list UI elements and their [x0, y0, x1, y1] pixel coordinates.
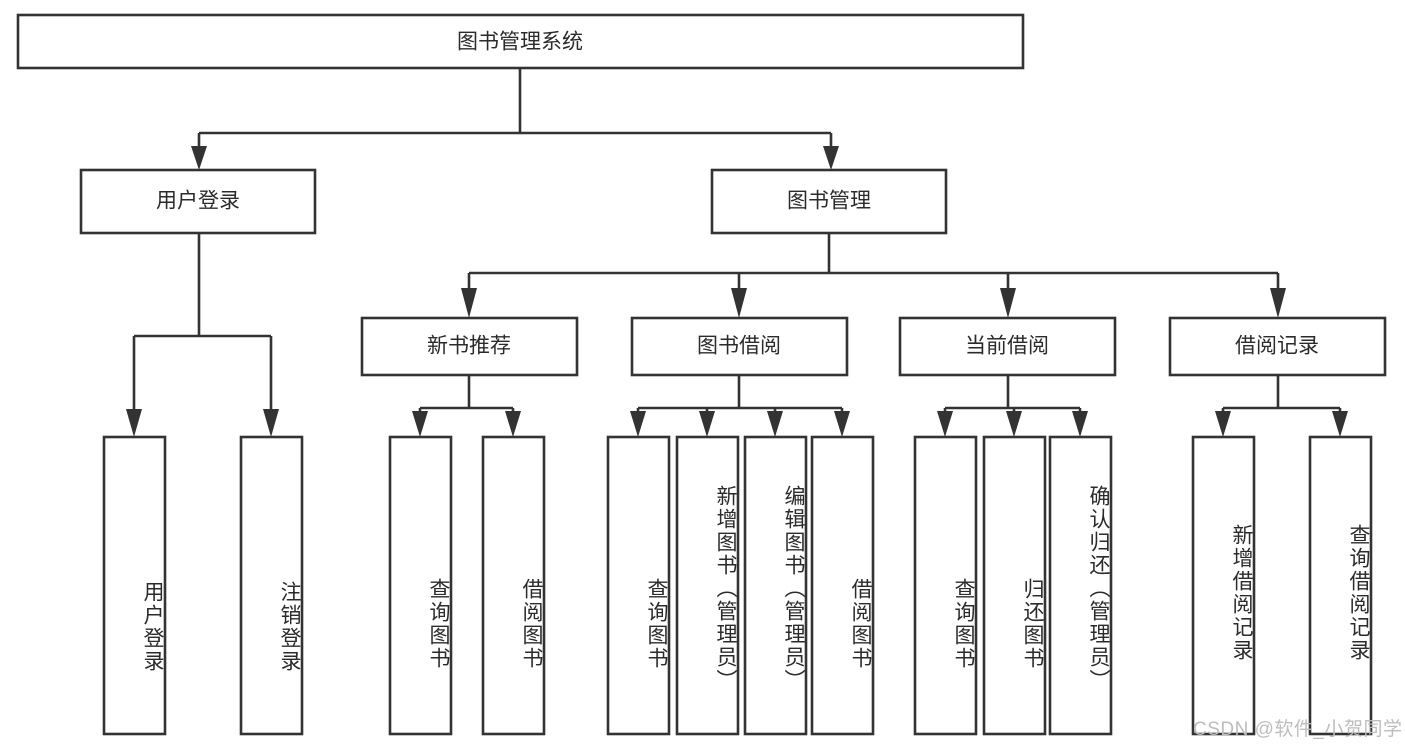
node-new-book-recommend-label: 新书推荐 [427, 335, 511, 358]
node-current-borrow-label: 当前借阅 [965, 335, 1049, 358]
node-leaf-query-book-2-box[interactable] [606, 435, 671, 736]
node-leaf-edit-book-box[interactable] [743, 435, 808, 736]
node-leaf-logout-login-box[interactable] [239, 435, 304, 736]
connector-new-book-recommend-branch [418, 375, 515, 415]
node-leaf-query-record-box[interactable] [1308, 435, 1373, 736]
connector-root-trunk [197, 68, 833, 150]
node-user-login-label: 用户登录 [156, 190, 240, 213]
arrowhead-leaf-add-book [699, 411, 715, 437]
connector-book-borrow-branch [636, 375, 844, 415]
arrowhead-new-book-recommend [461, 288, 477, 318]
node-leaf-confirm-return-box[interactable] [1048, 435, 1113, 736]
arrowhead-leaf-return-book [1006, 411, 1022, 437]
node-book-borrow[interactable]: 图书借阅 [630, 316, 849, 377]
node-root[interactable]: 图书管理系统 [16, 13, 1025, 70]
arrowhead-leaf-logout-login [263, 409, 279, 437]
node-borrow-record-box[interactable] [1168, 316, 1387, 377]
node-leaf-query-book-3-box[interactable] [913, 435, 978, 736]
arrowhead-leaf-query-record [1332, 411, 1348, 437]
node-book-borrow-label: 图书借阅 [697, 335, 781, 358]
node-leaf-user-login-box[interactable] [102, 435, 167, 736]
node-user-login[interactable]: 用户登录 [79, 168, 317, 235]
connector-layer [126, 68, 1348, 437]
connector-user-login-branch [132, 233, 273, 411]
connector-borrow-record-branch [1221, 375, 1342, 415]
arrowhead-leaf-query-book-1 [412, 411, 428, 437]
arrowhead-leaf-query-book-2 [630, 411, 646, 437]
node-user-login-box[interactable] [79, 168, 317, 235]
node-new-book-recommend[interactable]: 新书推荐 [360, 316, 579, 377]
arrowhead-leaf-edit-book [767, 411, 783, 437]
arrowhead-leaf-borrow-book-2 [834, 411, 850, 437]
node-leaf-return-book-box[interactable] [982, 435, 1047, 736]
arrowhead-leaf-borrow-book-1 [505, 411, 521, 437]
node-leaf-borrow-book-2-box[interactable] [810, 435, 875, 736]
node-leaf-query-book-1-box[interactable] [388, 435, 453, 736]
connector-book-manage-branch [467, 233, 1280, 290]
arrowhead-leaf-confirm-return [1072, 411, 1088, 437]
node-book-manage-label: 图书管理 [787, 190, 871, 213]
connector-current-borrow-branch [943, 375, 1082, 415]
arrowhead-user-login [191, 146, 207, 170]
node-layer: 图书管理系统 用户登录 图书管理 新书推荐 图书借阅 [16, 13, 1387, 736]
arrowhead-borrow-record [1270, 288, 1286, 318]
arrowhead-leaf-add-record [1215, 411, 1231, 437]
node-new-book-recommend-box[interactable] [360, 316, 579, 377]
node-book-borrow-box[interactable] [630, 316, 849, 377]
node-root-label: 图书管理系统 [457, 31, 583, 54]
arrowhead-current-borrow [1000, 288, 1016, 318]
csdn-watermark: CSDN @软件_小贺同学 [1193, 719, 1403, 740]
node-leaf-add-book-box[interactable] [675, 435, 740, 736]
node-book-manage-box[interactable] [710, 168, 948, 235]
node-current-borrow[interactable]: 当前借阅 [898, 316, 1117, 377]
node-borrow-record-label: 借阅记录 [1235, 335, 1319, 358]
arrowhead-book-borrow [731, 288, 747, 318]
node-leaf-borrow-book-1-box[interactable] [481, 435, 546, 736]
node-root-box[interactable] [16, 13, 1025, 70]
node-current-borrow-box[interactable] [898, 316, 1117, 377]
node-borrow-record[interactable]: 借阅记录 [1168, 316, 1387, 377]
arrowhead-leaf-user-login [126, 409, 142, 437]
node-leaf-add-record-box[interactable] [1191, 435, 1256, 736]
arrowhead-leaf-query-book-3 [937, 411, 953, 437]
arrowhead-book-manage [823, 146, 839, 170]
node-book-manage[interactable]: 图书管理 [710, 168, 948, 235]
